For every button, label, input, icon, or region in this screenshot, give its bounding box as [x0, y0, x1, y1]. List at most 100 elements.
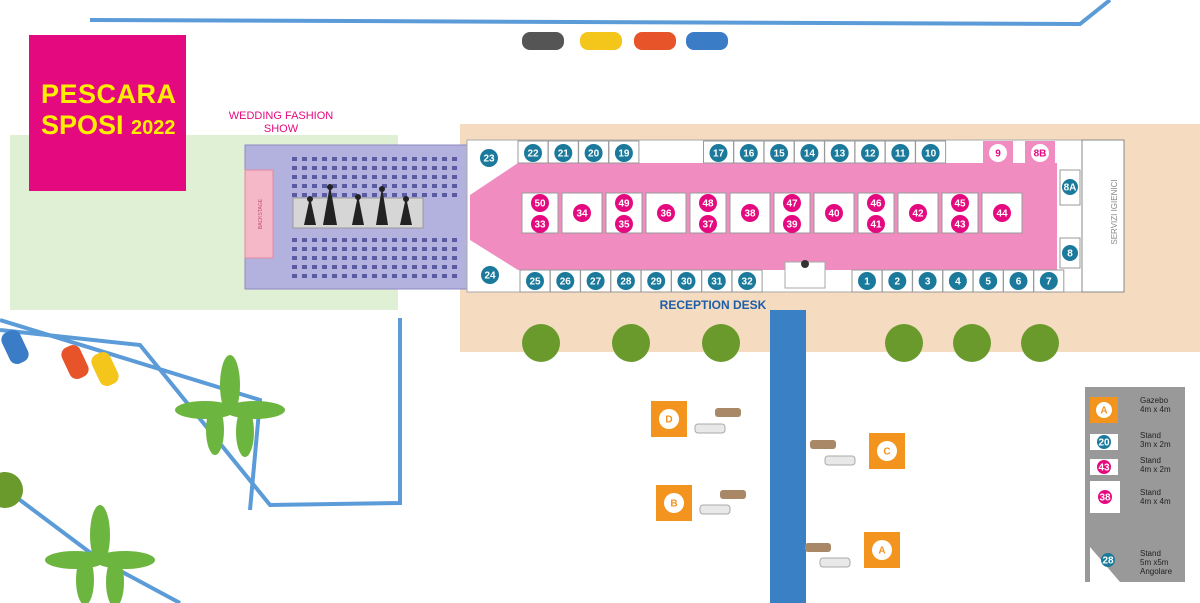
- seat: [342, 184, 347, 188]
- seat: [452, 256, 457, 260]
- seat: [332, 274, 337, 278]
- backstage-area: [244, 169, 274, 259]
- seat: [372, 193, 377, 197]
- gazebo-C-badge: [877, 441, 897, 461]
- seat: [442, 166, 447, 170]
- entry-walkway: [770, 310, 806, 603]
- stand-10-badge: [921, 144, 940, 162]
- seat: [292, 157, 297, 161]
- tree: [1021, 324, 1059, 362]
- seat: [442, 274, 447, 278]
- stand-49-badge: [615, 194, 633, 212]
- stand-25-badge: [526, 272, 544, 290]
- seat: [352, 247, 357, 251]
- seat: [322, 184, 327, 188]
- fashion-show-label: WEDDING FASHION: [229, 110, 334, 122]
- seat: [372, 184, 377, 188]
- seat: [332, 184, 337, 188]
- seat: [322, 238, 327, 242]
- stand-6-label: 6: [1016, 277, 1022, 288]
- stand-40-badge: [825, 204, 843, 222]
- stand-44-label: 44: [996, 209, 1008, 220]
- stand-11-label: 11: [895, 149, 906, 160]
- seat: [312, 274, 317, 278]
- stand-21-label: 21: [558, 149, 570, 160]
- stand-12-label: 12: [864, 149, 876, 160]
- stand-38-badge: [741, 204, 759, 222]
- seat: [392, 193, 397, 197]
- seat: [362, 247, 367, 251]
- seat: [422, 238, 427, 242]
- seat: [332, 157, 337, 161]
- seat: [322, 265, 327, 269]
- logo-year: 2022: [131, 117, 176, 139]
- seat: [382, 175, 387, 179]
- seat: [322, 274, 327, 278]
- seat: [352, 193, 357, 197]
- stand-17-label: 17: [713, 149, 725, 160]
- stand-2-label: 2: [895, 277, 901, 288]
- seat: [422, 184, 427, 188]
- stand-36-badge: [657, 204, 675, 222]
- stand-16-badge: [739, 144, 758, 162]
- seat: [412, 193, 417, 197]
- legend-item-2-label: 43: [1098, 463, 1110, 474]
- stand-47-label: 47: [786, 199, 798, 210]
- stand-23-label: 23: [483, 154, 495, 165]
- stand-34-badge: [573, 204, 591, 222]
- stand-41-label: 41: [870, 220, 882, 231]
- seat: [452, 175, 457, 179]
- seat: [292, 247, 297, 251]
- seat: [342, 256, 347, 260]
- legend-item-0-badge: [1096, 402, 1112, 418]
- stand-5-badge: [979, 272, 998, 290]
- seat: [372, 157, 377, 161]
- seat: [302, 166, 307, 170]
- seat: [402, 256, 407, 260]
- stand-8B-badge: [1031, 144, 1049, 162]
- legend-item-4-badge: [1101, 553, 1115, 567]
- legend-item-2-text: 4m x 2m: [1140, 465, 1171, 474]
- seat: [292, 265, 297, 269]
- stand-1-badge: [858, 272, 876, 290]
- seat: [312, 184, 317, 188]
- seat: [422, 256, 427, 260]
- roads: [0, 0, 1112, 603]
- seat: [302, 193, 307, 197]
- stand-24-label: 24: [484, 271, 496, 282]
- seat: [392, 166, 397, 170]
- seat: [292, 175, 297, 179]
- stand-15-label: 15: [774, 149, 786, 160]
- audience-seats: [292, 157, 457, 278]
- legend-item-2-text: Stand: [1140, 456, 1161, 465]
- seat: [432, 175, 437, 179]
- seat: [312, 157, 317, 161]
- legend-item-4-label: 28: [1102, 556, 1114, 567]
- seat: [362, 274, 367, 278]
- restrooms-block: [1081, 139, 1125, 293]
- legend-item-4-text: Angolare: [1140, 567, 1173, 576]
- seat: [352, 175, 357, 179]
- stand-11-badge: [891, 144, 910, 162]
- seat: [442, 193, 447, 197]
- seat: [332, 166, 337, 170]
- seat: [322, 247, 327, 251]
- stand-39-badge: [783, 215, 801, 233]
- seat: [382, 193, 387, 197]
- seat: [402, 184, 407, 188]
- seat: [382, 274, 387, 278]
- seat: [352, 184, 357, 188]
- seat: [432, 265, 437, 269]
- stand-9-label: 9: [995, 149, 1001, 160]
- seat: [412, 157, 417, 161]
- seat: [352, 265, 357, 269]
- seat: [412, 238, 417, 242]
- reception-desk-label: RECEPTION DESK: [660, 298, 767, 312]
- stand-47-badge: [783, 194, 801, 212]
- backstage-label: BACKSTAGE: [258, 198, 264, 229]
- seat: [432, 247, 437, 251]
- stand-41-badge: [867, 215, 885, 233]
- stand-22-label: 22: [527, 149, 539, 160]
